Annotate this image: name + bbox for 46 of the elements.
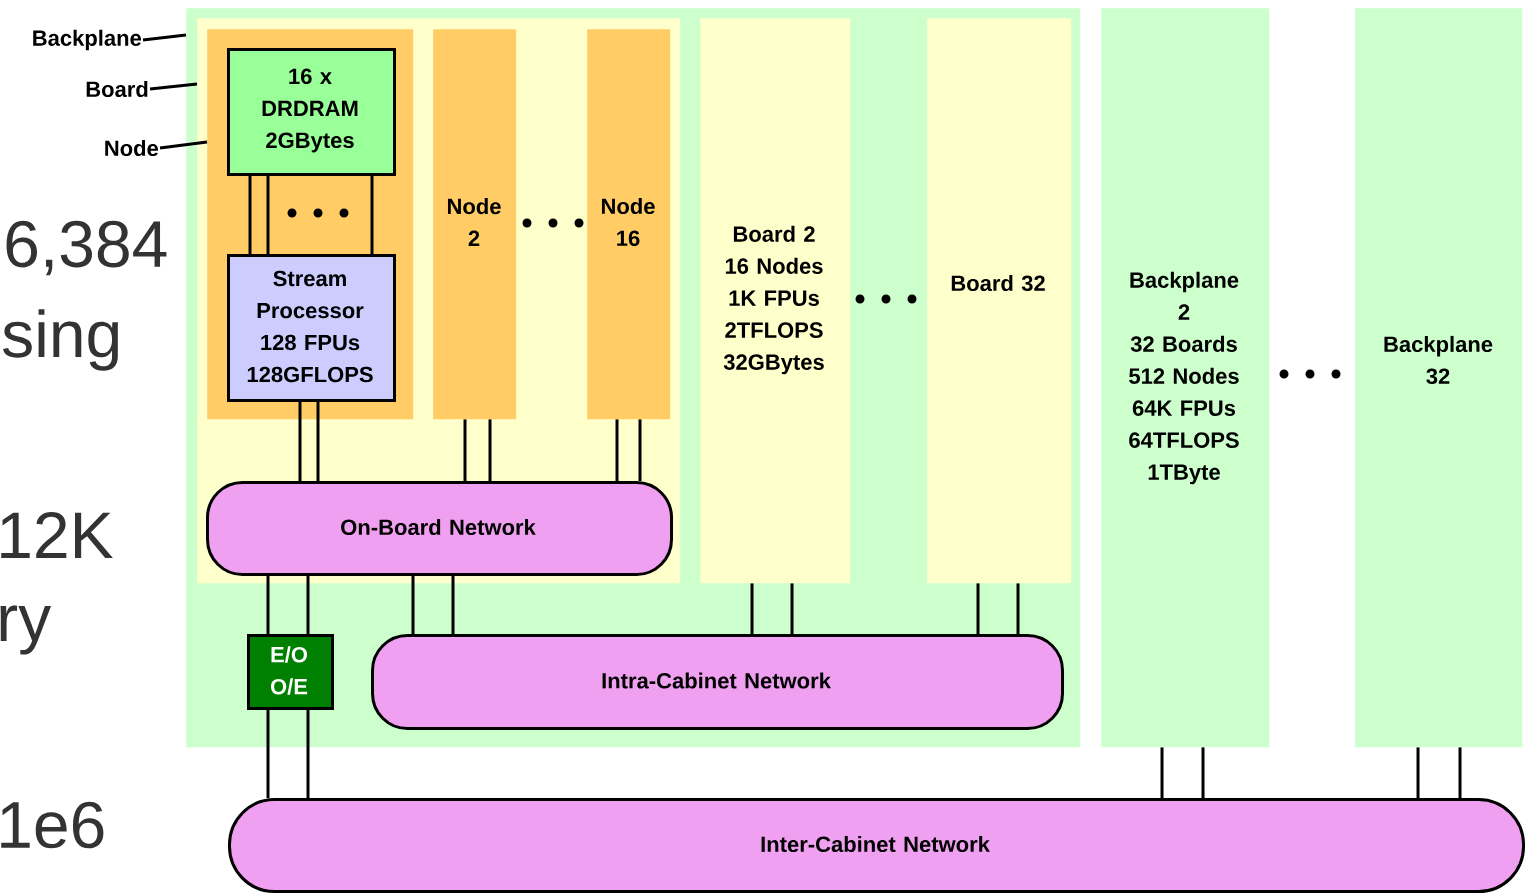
connector-line [615, 419, 619, 481]
connector-line [1458, 747, 1462, 798]
connector-line [266, 710, 270, 798]
connector-line [411, 576, 415, 634]
network-box: Inter-Cabinet Network [228, 798, 1525, 893]
connector-line [266, 576, 270, 634]
memory-box: 16 x DRDRAM 2GBytes [227, 48, 396, 176]
network-box: Intra-Cabinet Network [371, 634, 1064, 730]
connector-line [306, 576, 310, 634]
connector-line [463, 419, 467, 481]
connector-line [451, 576, 455, 634]
processor-box: Stream Processor 128 FPUs 128GFLOPS [227, 254, 396, 402]
connector-line [306, 710, 310, 798]
slide-text: ry [0, 605, 52, 655]
connector-line [1016, 583, 1020, 634]
leader-line [142, 33, 187, 42]
connector-line [750, 583, 754, 634]
leader-line [159, 140, 208, 150]
callout-text: Backplane [33, 29, 142, 51]
node-panel: Node 2 [433, 29, 517, 420]
slide-text: 12K [1, 511, 113, 559]
leader-line [149, 82, 198, 91]
connector-line [370, 176, 374, 254]
connector-line [488, 419, 492, 481]
callout-text: Board [86, 80, 148, 98]
slide-text: 1e6 [1, 801, 104, 849]
backplane-panel: Backplane 2 32 Boards 512 Nodes 64K FPUs 64TFLOPS 1TByte [1101, 8, 1270, 748]
board-panel: Board 2 16 Nodes 1K FPUs 2TFLOPS 32GBytes [700, 18, 851, 584]
connector-line [638, 419, 642, 481]
connector-line [1160, 747, 1164, 798]
connector-line [298, 402, 302, 481]
slide-text: 6,384 [6, 220, 167, 276]
backplane-panel: Backplane 32 [1355, 8, 1523, 748]
board-panel: Board 32 [927, 18, 1072, 584]
node-panel: Node 16 [587, 29, 671, 420]
connector-line [1201, 747, 1205, 798]
connector-line [266, 176, 270, 254]
slide-text: sing [3, 309, 118, 371]
connector-line [248, 176, 252, 254]
connector-line [790, 583, 794, 634]
callout-text: Node [105, 139, 159, 157]
connector-line [976, 583, 980, 634]
connector-line [1416, 747, 1420, 798]
connector-line [316, 402, 320, 481]
network-box: On-Board Network [206, 481, 673, 576]
converter-box: E/O O/E [247, 634, 334, 710]
